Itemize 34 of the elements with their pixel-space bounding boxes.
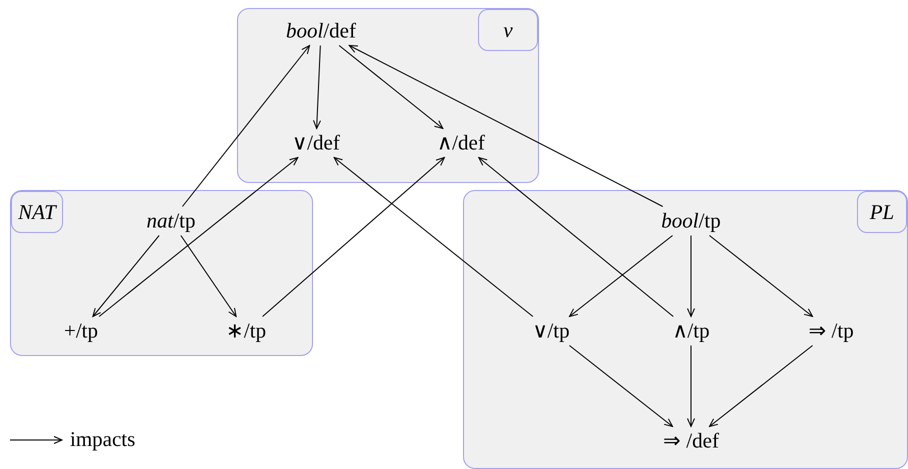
panel-label: NAT — [11, 191, 63, 233]
arrow — [338, 45, 444, 129]
arrow — [687, 235, 695, 317]
arrow — [182, 45, 310, 207]
arrow — [568, 345, 674, 427]
arrow — [334, 157, 534, 317]
node-label: ∧/def — [433, 128, 489, 158]
legend-label: impacts — [70, 427, 136, 452]
node-label: +/tp — [60, 316, 102, 346]
node-label: ⇒ /def — [659, 426, 723, 456]
group-panel — [237, 8, 539, 183]
node-label: ∗/tp — [222, 316, 270, 346]
arrow — [708, 235, 814, 317]
node-label: bool/tp — [657, 206, 725, 236]
arrow — [262, 157, 445, 317]
arrow — [98, 157, 298, 317]
arrow — [313, 45, 321, 129]
node-label: ∨/def — [288, 128, 344, 158]
node-label: bool/def — [282, 16, 360, 46]
arrow — [708, 345, 814, 427]
arrow — [348, 45, 664, 207]
arrow — [92, 235, 160, 317]
arrow — [568, 235, 674, 317]
panel-label: PL — [857, 191, 907, 233]
panel-label: v — [478, 9, 538, 51]
arrow — [478, 157, 674, 317]
node-label: ⇒ /tp — [804, 316, 858, 346]
group-panel — [463, 190, 908, 469]
arrow — [687, 345, 695, 427]
node-label: ∨/tp — [528, 316, 574, 346]
node-label: nat/tp — [142, 206, 200, 236]
arrow — [180, 235, 237, 317]
group-panel — [10, 190, 313, 356]
node-label: ∧/tp — [668, 316, 714, 346]
